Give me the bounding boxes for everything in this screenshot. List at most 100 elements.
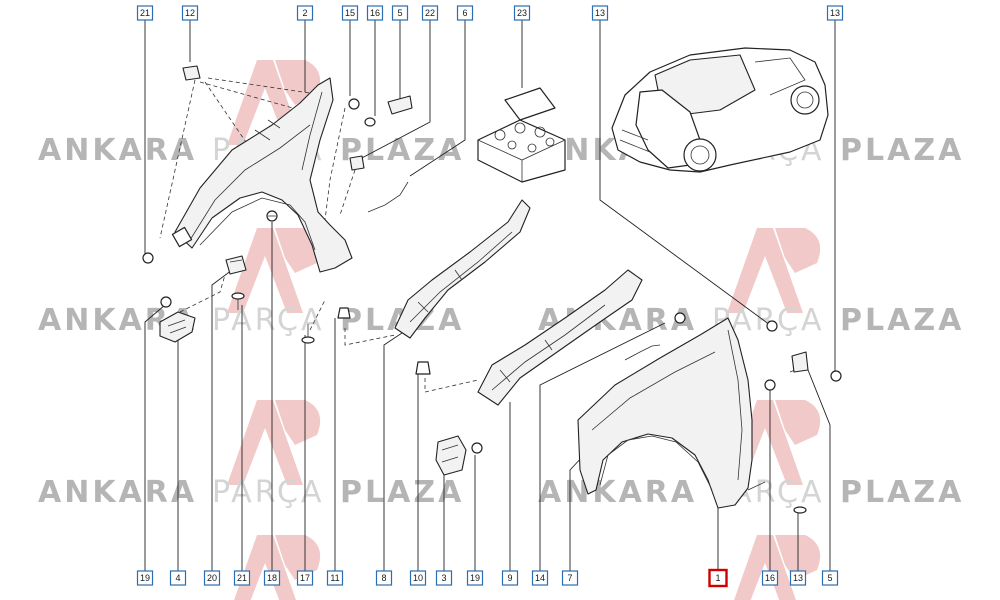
nut-16-top	[364, 117, 376, 127]
parts-kit-box	[477, 87, 566, 183]
watermark-logo	[227, 400, 321, 485]
screw-21-lower	[231, 292, 245, 310]
fender-left-upper	[171, 77, 353, 273]
callout-label: 11	[330, 573, 339, 583]
callout-17: 17	[296, 570, 314, 586]
watermark-logo	[734, 535, 821, 600]
watermark-word-ankara: ANKARA	[538, 475, 697, 510]
callout-9: 9	[501, 570, 519, 586]
watermark-row-3: ANKARA PARÇA PLAZA ANKARA PARÇA PLAZA	[38, 475, 964, 510]
callout-label: 10	[413, 573, 423, 583]
watermark-word-parca: PARÇA	[212, 475, 325, 510]
clip-part-20	[225, 255, 247, 275]
wire-part-7	[624, 344, 661, 361]
watermark-word-parca: PARÇA	[212, 303, 325, 338]
screws	[142, 65, 842, 514]
callout-label: 19	[140, 573, 150, 583]
callout-19: 19	[136, 570, 154, 586]
screw-21-top	[142, 252, 154, 264]
callout-label: 6	[462, 8, 467, 18]
watermark-word-ankara: ANKARA	[38, 475, 197, 510]
callout-label: 4	[175, 573, 180, 583]
callout-label: 1	[715, 573, 720, 583]
callout-6: 6	[456, 5, 474, 21]
screw-17	[301, 324, 315, 344]
callout-2: 2	[296, 5, 314, 21]
watermark-word-plaza: PLAZA	[840, 475, 964, 510]
callout-label: 19	[470, 573, 480, 583]
callout-8: 8	[375, 570, 393, 586]
car-illustration	[611, 47, 829, 173]
callout-label: 2	[302, 8, 307, 18]
callout-10: 10	[409, 570, 427, 586]
callout-label: 13	[793, 573, 803, 583]
callout-label: 16	[765, 573, 775, 583]
callout-1: 1	[708, 568, 728, 588]
callout-21: 21	[233, 570, 251, 586]
callout-label: 13	[830, 8, 840, 18]
callout-label: 14	[535, 573, 545, 583]
callout-11: 11	[326, 570, 344, 586]
bracket-part-3	[435, 435, 467, 476]
fender-right	[577, 317, 766, 509]
watermark-word-plaza: PLAZA	[840, 303, 964, 338]
callout-label: 5	[397, 8, 402, 18]
callout-21: 21	[136, 5, 154, 21]
callout-label: 18	[267, 573, 277, 583]
screw-13-right	[830, 370, 842, 382]
callout-label: 13	[595, 8, 605, 18]
clip-12	[182, 65, 201, 81]
callout-label: 5	[827, 573, 832, 583]
callout-label: 9	[507, 573, 512, 583]
watermark-logo	[727, 228, 821, 313]
callout-label: 22	[425, 8, 435, 18]
beam-part-8	[394, 199, 531, 339]
callout-23: 23	[513, 5, 531, 21]
bracket-part-4	[159, 296, 196, 343]
callout-22: 22	[421, 5, 439, 21]
callout-label: 17	[300, 573, 310, 583]
nut-16-right	[764, 379, 776, 391]
callout-label: 20	[207, 573, 217, 583]
clip-10	[415, 361, 431, 375]
callout-5: 5	[391, 5, 409, 21]
callout-12: 12	[181, 5, 199, 21]
screw-14	[674, 312, 686, 324]
wire-6	[367, 181, 409, 213]
nut-19-bottom	[471, 442, 483, 454]
watermark-logo	[234, 535, 321, 600]
callouts-bottom: 19 4 20 21 18 17 11 8 10 3 19 9 14 7 1 16 13 5	[136, 568, 839, 588]
callout-label: 15	[345, 8, 355, 18]
clip-11	[337, 307, 351, 319]
callout-15: 15	[341, 5, 359, 21]
screw-15	[348, 98, 360, 110]
callouts-top: 21 12 2 15 16 5 22 6 23 13 13	[136, 5, 844, 21]
callout-13: 13	[789, 570, 807, 586]
callout-label: 12	[185, 8, 195, 18]
callout-18: 18	[263, 570, 281, 586]
callout-label: 7	[567, 573, 572, 583]
callout-label: 23	[517, 8, 527, 18]
callout-14: 14	[531, 570, 549, 586]
dashed-lines	[159, 77, 809, 393]
watermark-word-plaza: PLAZA	[840, 133, 964, 168]
callout-19: 19	[466, 570, 484, 586]
clip-22	[349, 155, 365, 171]
callout-label: 21	[140, 8, 150, 18]
watermark-word-plaza: PLAZA	[340, 475, 464, 510]
callout-4: 4	[169, 570, 187, 586]
callout-label: 8	[381, 573, 386, 583]
screw-18	[266, 210, 278, 222]
callout-13: 13	[591, 5, 609, 21]
callout-label: 3	[441, 573, 446, 583]
bracket-5-top	[387, 95, 413, 115]
callout-20: 20	[203, 570, 221, 586]
callout-7: 7	[561, 570, 579, 586]
callout-16: 16	[366, 5, 384, 21]
callout-3: 3	[435, 570, 453, 586]
watermark-word-ankara: ANKARA	[38, 133, 197, 168]
screw-13-top	[766, 320, 778, 332]
callout-5: 5	[821, 570, 839, 586]
bracket-5-right	[791, 351, 809, 373]
